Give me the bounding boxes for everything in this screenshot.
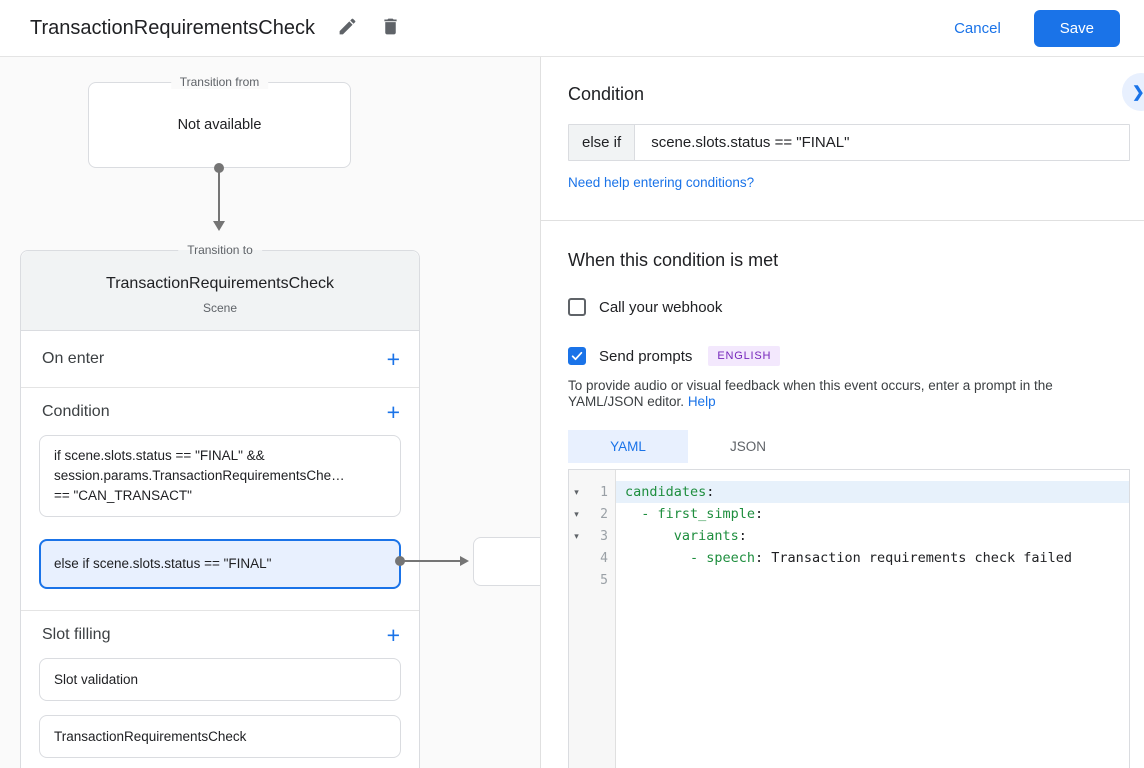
condition-text-line: session.params.TransactionRequirementsCh… bbox=[54, 468, 345, 483]
webhook-label: Call your webhook bbox=[599, 298, 723, 316]
page-title: TransactionRequirementsCheck bbox=[30, 16, 315, 39]
chevron-right-icon: ❯ bbox=[1132, 84, 1144, 101]
line-number: 1 bbox=[600, 484, 608, 500]
yaml-editor: ▾ 1 ▾ 2 ▾ 3 4 5 candidates: - first_simple: var… bbox=[568, 469, 1130, 768]
cancel-button[interactable]: Cancel bbox=[954, 19, 1001, 37]
transition-from-box: Transition from Not available bbox=[88, 75, 351, 168]
send-prompts-label: Send prompts bbox=[599, 347, 693, 365]
condition-text-line: if scene.slots.status == "FINAL" && bbox=[54, 448, 265, 463]
condition-item-if[interactable]: if scene.slots.status == "FINAL" && sess… bbox=[39, 435, 401, 517]
panel-title: Condition bbox=[568, 84, 645, 104]
on-enter-section: On enter + bbox=[21, 331, 419, 388]
transition-target-box[interactable] bbox=[473, 537, 540, 586]
transition-to-legend: Transition to bbox=[178, 243, 262, 257]
flow-connector-arrowhead bbox=[213, 221, 225, 231]
prompts-description: To provide audio or visual feedback when… bbox=[568, 378, 1130, 410]
condition-expression-row: else if bbox=[568, 124, 1130, 161]
top-toolbar: TransactionRequirementsCheck Cancel Save bbox=[0, 0, 1144, 57]
transition-edge-line bbox=[400, 560, 461, 562]
editor-code-area[interactable]: candidates: - first_simple: variants: - … bbox=[616, 470, 1129, 768]
fold-arrow-icon[interactable]: ▾ bbox=[574, 530, 579, 541]
fold-arrow-icon[interactable]: ▾ bbox=[574, 486, 579, 497]
condition-text-line: == "CAN_TRANSACT" bbox=[54, 488, 192, 503]
scene-type-label: Scene bbox=[202, 301, 238, 315]
add-slot-button[interactable]: + bbox=[386, 621, 400, 648]
slot-filling-label: Slot filling bbox=[42, 625, 111, 643]
condition-section: Condition + if scene.slots.status == "FI… bbox=[21, 388, 419, 611]
webhook-row: Call your webhook bbox=[568, 298, 1130, 316]
when-met-title: When this condition is met bbox=[568, 250, 779, 270]
condition-expression-input[interactable] bbox=[635, 125, 1129, 160]
line-number: 3 bbox=[600, 528, 608, 544]
condition-item-else-if-selected[interactable]: else if scene.slots.status == "FINAL" bbox=[39, 539, 401, 589]
scene-card-header: TransactionRequirementsCheck Scene bbox=[21, 251, 419, 331]
pencil-icon bbox=[337, 16, 358, 40]
prompts-description-text: To provide audio or visual feedback when… bbox=[568, 378, 1053, 409]
line-number: 4 bbox=[600, 550, 608, 566]
code-line[interactable]: - first_simple: bbox=[625, 506, 764, 522]
transition-from-legend: Transition from bbox=[170, 75, 269, 89]
code-line[interactable] bbox=[616, 569, 1129, 591]
webhook-checkbox[interactable] bbox=[568, 298, 586, 316]
scene-card: Transition to TransactionRequirementsChe… bbox=[20, 243, 420, 768]
edit-title-button[interactable] bbox=[337, 16, 358, 40]
slot-filling-section: Slot filling + Slot validation Transacti… bbox=[21, 611, 419, 758]
line-number: 2 bbox=[600, 506, 608, 522]
conditions-help-link[interactable]: Need help entering conditions? bbox=[568, 175, 755, 190]
code-line[interactable]: variants: bbox=[625, 528, 747, 544]
check-icon bbox=[570, 349, 584, 363]
code-line[interactable]: - speech: Transaction requirements check… bbox=[625, 550, 1073, 566]
condition-editor-pane: Condition ❯ else if Need help entering c… bbox=[540, 57, 1144, 768]
line-number: 5 bbox=[600, 572, 608, 588]
slot-item-transaction-check[interactable]: TransactionRequirementsCheck bbox=[39, 715, 401, 758]
tab-json[interactable]: JSON bbox=[729, 439, 766, 454]
add-on-enter-button[interactable]: + bbox=[386, 346, 400, 372]
collapse-panel-button[interactable]: ❯ bbox=[1122, 73, 1144, 111]
language-badge: ENGLISH bbox=[708, 346, 781, 366]
scene-name: TransactionRequirementsCheck bbox=[106, 275, 334, 292]
send-prompts-row: Send prompts ENGLISH bbox=[568, 346, 1130, 366]
tab-yaml[interactable]: YAML bbox=[568, 430, 688, 463]
code-line[interactable]: candidates: bbox=[616, 481, 1129, 503]
fold-arrow-icon[interactable]: ▾ bbox=[574, 508, 579, 519]
delete-scene-button[interactable] bbox=[380, 16, 401, 40]
condition-prefix-label: else if bbox=[569, 125, 636, 160]
flow-diagram-pane: Transition from Not available Transition… bbox=[0, 57, 540, 768]
prompts-help-link[interactable]: Help bbox=[687, 394, 716, 409]
trash-icon bbox=[380, 16, 401, 40]
save-button[interactable]: Save bbox=[1033, 9, 1120, 47]
condition-text-line: else if scene.slots.status == "FINAL" bbox=[54, 556, 272, 571]
add-condition-button[interactable]: + bbox=[386, 398, 400, 425]
transition-from-value: Not available bbox=[177, 117, 262, 133]
editor-gutter: ▾ 1 ▾ 2 ▾ 3 4 5 bbox=[569, 470, 616, 768]
condition-section-label: Condition bbox=[42, 402, 110, 420]
panel-divider bbox=[541, 220, 1144, 221]
flow-connector-line bbox=[218, 168, 220, 223]
editor-format-tabs: YAML JSON bbox=[568, 430, 1130, 463]
transition-edge-arrowhead bbox=[460, 556, 469, 566]
send-prompts-checkbox[interactable] bbox=[568, 347, 586, 365]
slot-item-validation[interactable]: Slot validation bbox=[39, 658, 401, 701]
on-enter-label: On enter bbox=[42, 350, 105, 367]
